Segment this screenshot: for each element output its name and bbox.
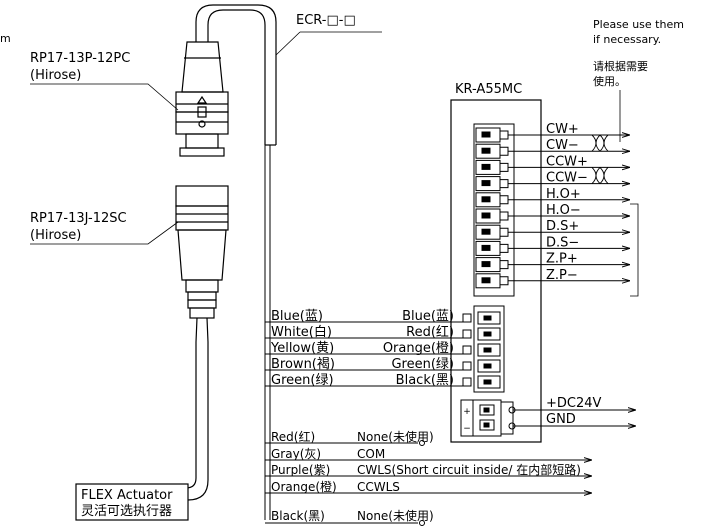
note-english-line2: if necessary. bbox=[593, 33, 661, 46]
wire-right-label: Orange(橙) bbox=[383, 341, 454, 356]
driver-box bbox=[450, 99, 542, 443]
optional-bracket bbox=[630, 203, 639, 297]
actuator-label-cn: 灵活可选执行器 bbox=[81, 504, 172, 519]
lower-wire-color: Purple(紫) bbox=[271, 463, 330, 477]
lower-wire-desc: CWLS(Short circuit inside/ 在内部短路) bbox=[357, 462, 581, 477]
signal-label: H.O+ bbox=[546, 187, 581, 202]
jack-part-number: RP17-13J-12SC bbox=[30, 211, 127, 226]
cable-loop-inner bbox=[195, 4, 277, 145]
plus-icon: + bbox=[463, 407, 471, 417]
signal-label: Z.P+ bbox=[546, 252, 578, 267]
signal-label: D.S− bbox=[546, 235, 579, 250]
jack-leader bbox=[30, 221, 179, 245]
plug-connector bbox=[175, 41, 229, 157]
jack-maker: (Hirose) bbox=[30, 228, 81, 243]
actuator-box bbox=[75, 483, 189, 521]
wire-right-label: Green(绿) bbox=[391, 357, 454, 372]
wire-terminal-block bbox=[462, 305, 505, 393]
plug-maker: (Hirose) bbox=[30, 68, 81, 83]
cable-label-leader bbox=[275, 31, 301, 56]
note-chinese-line2: 使用。 bbox=[593, 75, 626, 88]
wire-left-label: Green(绿) bbox=[271, 373, 334, 388]
black-wire-color: Black(黑) bbox=[271, 509, 325, 523]
corner-fragment: m bbox=[0, 32, 11, 45]
dc24v-label: +DC24V bbox=[546, 396, 602, 411]
signal-label: D.S+ bbox=[546, 219, 579, 234]
lower-wire-color: Orange(橙) bbox=[271, 479, 337, 494]
note-english-line1: Please use them bbox=[593, 18, 684, 31]
minus-icon: − bbox=[463, 424, 471, 434]
signal-label: H.O− bbox=[546, 203, 581, 218]
jack-connector bbox=[175, 185, 229, 343]
lower-wire-desc: CCWLS bbox=[357, 480, 400, 494]
signal-label: CW− bbox=[546, 138, 579, 153]
wire-left-label: Brown(褐) bbox=[271, 357, 335, 372]
signal-label: CW+ bbox=[546, 122, 579, 137]
signal-label: CCW− bbox=[546, 171, 588, 186]
cable-loop-outer bbox=[207, 9, 266, 145]
actuator-cable bbox=[185, 342, 197, 489]
signal-label: CCW+ bbox=[546, 154, 588, 169]
wire-left-label: Blue(蓝) bbox=[271, 309, 323, 324]
lower-wire-desc: None(未使用) bbox=[357, 429, 434, 444]
plug-part-number: RP17-13P-12PC bbox=[30, 51, 130, 66]
cable-model-label: ECR-□-□ bbox=[296, 13, 356, 28]
wire-right-label: Blue(蓝) bbox=[402, 309, 454, 324]
lower-wire-color: Gray(灰) bbox=[271, 447, 321, 461]
power-terminal-block bbox=[460, 399, 516, 437]
plug-leader bbox=[30, 83, 179, 111]
wire-left-label: Yellow(黄) bbox=[270, 341, 334, 356]
lower-wire-desc: COM bbox=[357, 447, 385, 461]
wire-right-label: Black(黑) bbox=[396, 373, 454, 388]
signal-terminal-block bbox=[473, 123, 515, 297]
signal-label: Z.P− bbox=[546, 268, 578, 283]
wire-right-label: Red(红) bbox=[406, 324, 454, 340]
wire-left-label: White(白) bbox=[271, 324, 332, 340]
lower-wire-color: Red(红) bbox=[271, 429, 315, 444]
gnd-label: GND bbox=[546, 412, 576, 427]
actuator-label-en: FLEX Actuator bbox=[81, 488, 173, 503]
note-chinese-line1: 请根据需要 bbox=[593, 59, 648, 73]
black-wire-desc: None(未使用) bbox=[357, 508, 434, 523]
driver-name: KR-A55MC bbox=[455, 82, 522, 97]
